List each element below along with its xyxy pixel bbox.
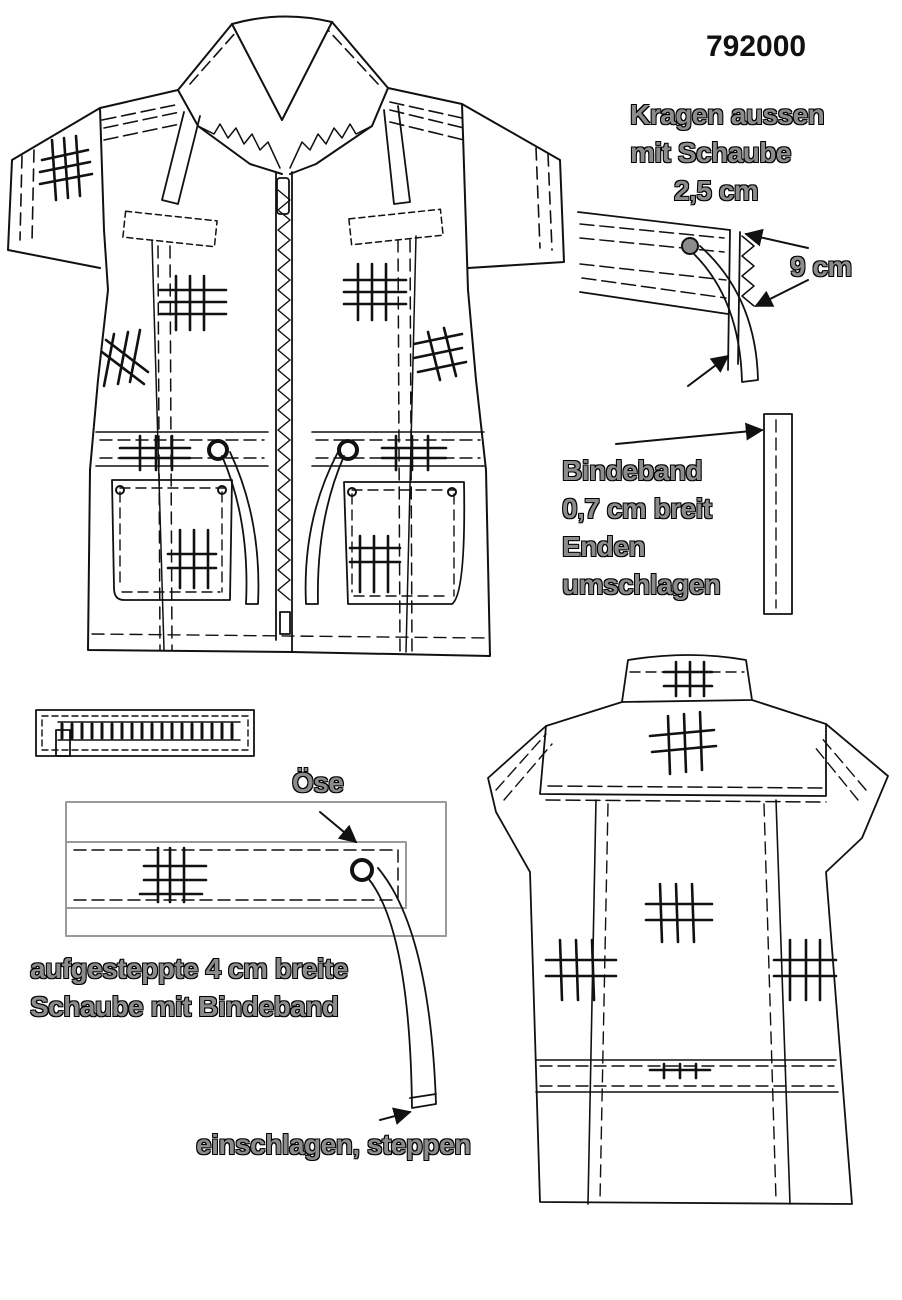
tie-band-line-4: umschlagen xyxy=(562,569,721,600)
tie-band-label: Bindeband 0,7 cm breit Enden umschlagen xyxy=(562,452,721,604)
front-body-outline xyxy=(87,87,491,657)
back-view xyxy=(487,654,889,1205)
tie-band-line-3: Enden xyxy=(562,531,646,562)
front-zipper xyxy=(275,171,293,653)
right-sleeve xyxy=(461,103,565,269)
collar-label-line-3: 2,5 cm xyxy=(674,175,759,206)
tie-band-detail xyxy=(615,413,793,615)
collar-detail xyxy=(577,211,809,387)
model-number: 792000 xyxy=(706,30,807,63)
tie-band-line-1: Bindeband xyxy=(562,455,703,486)
back-collar xyxy=(621,654,753,703)
nine-cm-label: 9 cm xyxy=(790,251,852,282)
casing-detail xyxy=(65,801,447,1125)
casing-label: aufgesteppte 4 cm breite Schaube mit Bin… xyxy=(30,950,348,1026)
eyelet-label: Öse xyxy=(292,767,344,798)
fold-stitch-label: einschlagen, steppen xyxy=(196,1129,471,1160)
collar-label-line-1: Kragen aussen xyxy=(630,99,825,130)
collar-label-line-2: mit Schaube xyxy=(630,137,791,168)
collar-label: Kragen aussen mit Schaube 2,5 cm xyxy=(630,96,825,210)
zipper-detail xyxy=(35,709,255,757)
casing-label-line-1: aufgesteppte 4 cm breite xyxy=(30,953,348,984)
left-sleeve xyxy=(7,107,101,269)
casing-label-line-2: Schaube mit Bindeband xyxy=(30,991,339,1022)
collar xyxy=(177,21,389,175)
front-view xyxy=(7,15,565,657)
tie-band-line-2: 0,7 cm breit xyxy=(562,493,712,524)
